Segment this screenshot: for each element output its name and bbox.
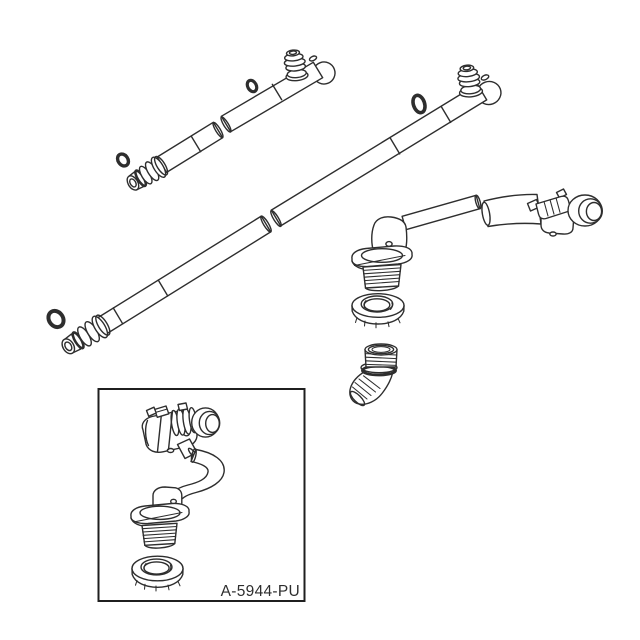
inset-assembled-unit [130, 402, 225, 592]
barb-fitting-end [126, 155, 169, 191]
hose-valve-connector [481, 188, 604, 237]
barb-fitting-end [61, 314, 111, 355]
inset-border [97, 388, 306, 602]
clamp-tab [145, 406, 157, 417]
short-hose-tube [115, 49, 336, 191]
clamp-tab [177, 402, 189, 412]
pipe-break-end [474, 194, 482, 210]
o-ring [411, 93, 427, 115]
inset-part-label: A-5944-PU [221, 583, 300, 600]
tube-lower-segment [95, 215, 272, 336]
long-hose-tube [46, 64, 502, 355]
tube-break-end [270, 209, 282, 228]
tube-upper-segment [270, 83, 488, 227]
union-open-end [349, 390, 366, 407]
barb-fitting-top [457, 64, 484, 98]
o-ring [46, 308, 66, 330]
tube-upper-segment [220, 61, 324, 133]
locknut [351, 293, 405, 329]
dome-nub [308, 55, 318, 62]
hose-break-end [190, 448, 197, 463]
barb-fitting-top [283, 49, 309, 82]
tube-break-end [260, 215, 272, 233]
o-ring [245, 78, 259, 94]
elbow-pipe [401, 194, 481, 231]
elbow-body [371, 216, 408, 254]
elbow-union [349, 343, 398, 407]
tube-lower-segment [156, 121, 224, 174]
hose-open-end [481, 201, 491, 226]
tube-break-end [220, 116, 232, 133]
flanged-elbow-pipe [351, 194, 482, 292]
o-ring [115, 152, 131, 168]
inset-box: A-5944-PU [97, 388, 306, 602]
tube-break-end [212, 121, 224, 139]
dome-nub [480, 74, 490, 81]
hose-clamp [156, 412, 163, 453]
